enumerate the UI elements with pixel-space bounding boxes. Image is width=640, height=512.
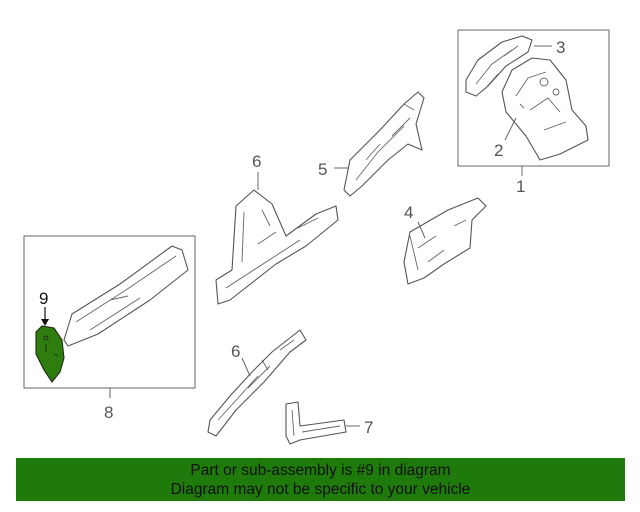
callout-6-lower[interactable]: 6	[231, 342, 240, 361]
leader-9-arrowhead	[41, 319, 49, 326]
notice-banner: Part or sub-assembly is #9 in diagram Di…	[16, 458, 625, 501]
part-8-frame-rail[interactable]	[63, 245, 189, 347]
part-2[interactable]	[501, 57, 589, 161]
callout-1[interactable]: 1	[516, 177, 525, 196]
callout-7[interactable]: 7	[364, 418, 373, 437]
callout-9[interactable]: 9	[39, 289, 48, 308]
banner-line-1: Part or sub-assembly is #9 in diagram	[190, 462, 451, 479]
part-7[interactable]	[285, 401, 347, 445]
banner-line-2: Diagram may not be specific to your vehi…	[170, 481, 471, 498]
callout-3[interactable]: 3	[556, 38, 565, 57]
part-6-upper[interactable]	[215, 189, 339, 305]
part-9-highlighted[interactable]	[35, 325, 65, 383]
part-3[interactable]	[465, 35, 533, 97]
part-5[interactable]	[343, 91, 425, 197]
part-4[interactable]	[403, 197, 487, 285]
leader-6-lower	[241, 357, 251, 377]
group-box-1	[457, 29, 610, 167]
callout-2[interactable]: 2	[494, 141, 503, 160]
callout-6-upper[interactable]: 6	[252, 152, 261, 171]
part-6-lower[interactable]	[207, 329, 307, 437]
callout-5[interactable]: 5	[318, 160, 327, 179]
callout-4[interactable]: 4	[404, 203, 413, 222]
leader-2	[504, 117, 517, 141]
callout-8[interactable]: 8	[104, 403, 113, 422]
leader-4	[417, 221, 426, 239]
